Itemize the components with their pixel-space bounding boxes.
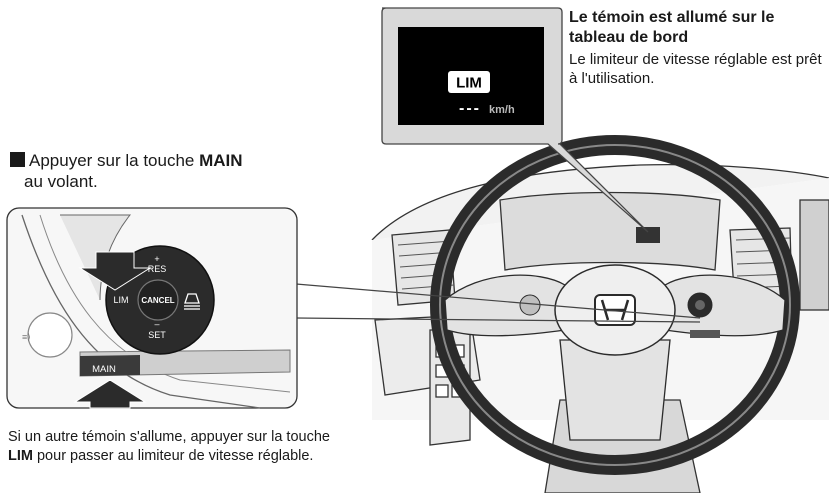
res-label[interactable]: RES <box>148 264 167 274</box>
step-marker-icon <box>10 152 25 167</box>
note-key: LIM <box>8 448 33 464</box>
step-text-before: Appuyer sur la touche <box>29 151 200 170</box>
info-description: Le limiteur de vitesse réglable est prêt… <box>569 51 822 87</box>
car-distance-icon[interactable] <box>184 293 200 310</box>
lim-indicator-text: LIM <box>456 75 482 92</box>
cancel-button[interactable] <box>137 279 179 321</box>
lim-button-label[interactable]: LIM <box>113 295 128 305</box>
cluster-indicator-marker <box>636 227 660 243</box>
step-key: MAIN <box>199 151 243 170</box>
cancel-button-label: CANCEL <box>141 296 174 305</box>
zoom-lines <box>295 283 701 323</box>
step-instruction: Appuyer sur la touche MAIN au volant. <box>10 150 310 192</box>
note-text-after: pour passer au limiteur de vitesse régla… <box>32 448 314 464</box>
display-callout: LIM --- km/h <box>381 7 649 233</box>
main-button[interactable] <box>80 355 140 376</box>
step-text-after: au volant. <box>24 172 98 191</box>
note-text: Si un autre témoin s'allume, appuyer sur… <box>8 428 338 466</box>
svg-text:≡⟩: ≡⟩ <box>22 332 31 342</box>
main-button-label: MAIN <box>92 364 116 375</box>
speed-placeholder: --- <box>459 100 481 117</box>
press-arrow-top-icon <box>78 251 152 291</box>
plus-label: + <box>154 254 159 264</box>
press-arrow-bottom-icon <box>73 379 147 409</box>
set-label[interactable]: SET <box>148 330 166 340</box>
info-title: Le témoin est allumé sur le tableau de b… <box>569 9 775 46</box>
lim-indicator <box>448 71 490 93</box>
speed-unit: km/h <box>489 104 515 116</box>
minus-label: – <box>154 319 159 329</box>
button-detail-inset: ≡⟩ MAIN CANCEL RES + LIM – SET <box>6 207 298 409</box>
note-text-before: Si un autre témoin s'allume, appuyer sur… <box>8 429 330 445</box>
